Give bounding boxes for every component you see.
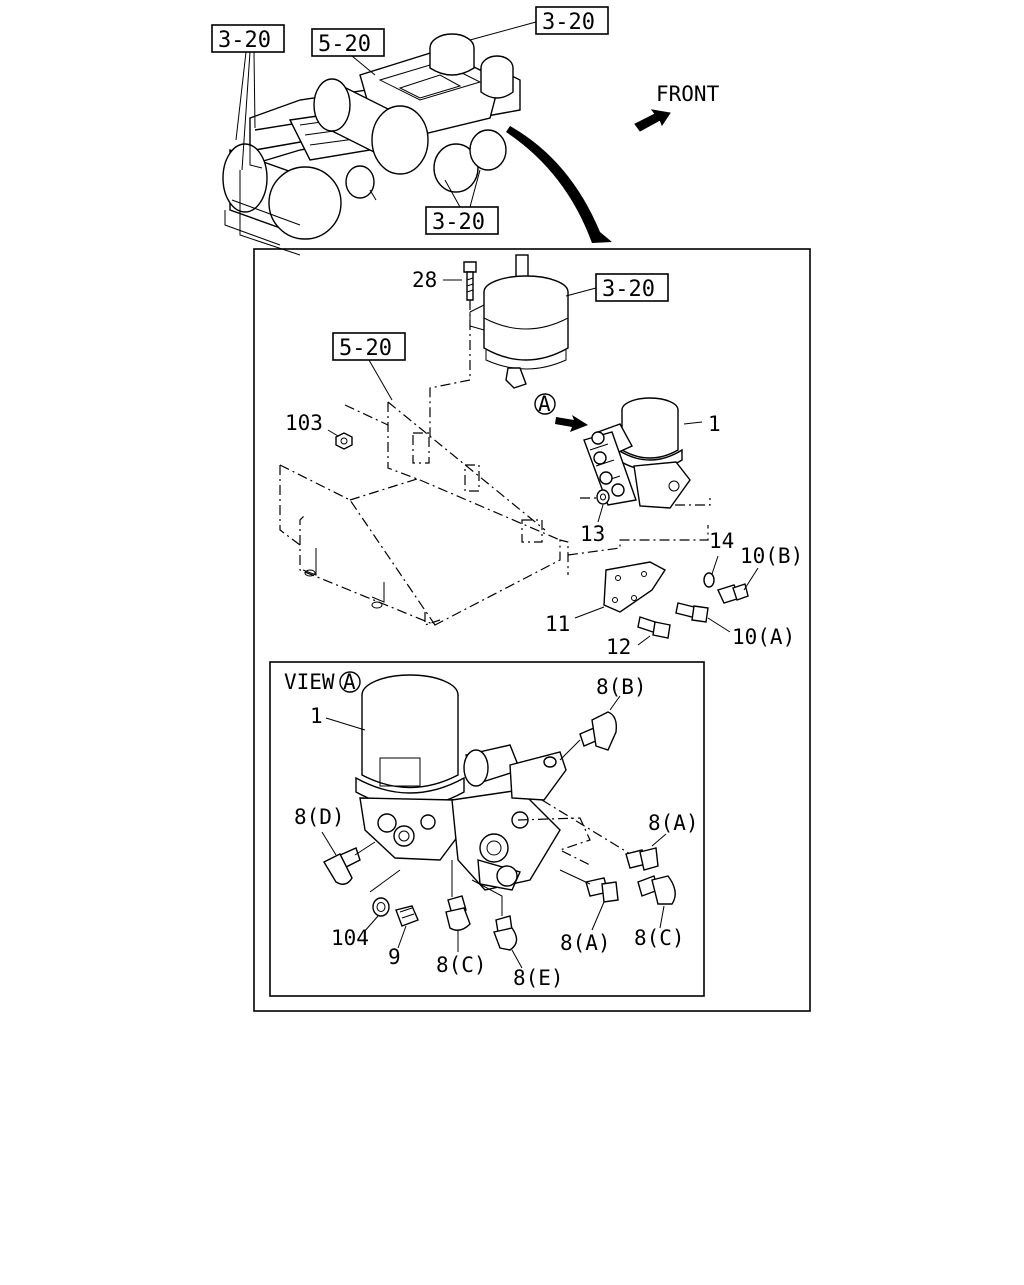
detail-callout-arrow	[506, 126, 612, 243]
view-a-marker: A	[534, 392, 588, 432]
ref-box-5-20-inner: 5-20	[332, 332, 406, 401]
label-28: 28	[412, 268, 437, 292]
fitting-8d	[321, 831, 376, 885]
air-tank	[469, 254, 569, 389]
label-8c-left: 8(C)	[436, 953, 487, 977]
label-10a: 10(A)	[732, 625, 795, 649]
view-a-frame	[269, 661, 705, 997]
fitting-8a-bottom	[559, 869, 619, 931]
nut-103	[327, 429, 353, 450]
ref-5-20-text: 5-20	[318, 32, 371, 57]
bolt-10b	[717, 567, 759, 604]
plate-11	[574, 561, 667, 619]
bolt-10a	[675, 602, 731, 633]
ref-box-3-20-top-right: 3-20	[535, 6, 609, 35]
label-8d: 8(D)	[294, 805, 345, 829]
label-1: 1	[708, 412, 721, 436]
view-a-circle-text: A	[343, 670, 356, 694]
label-8e: 8(E)	[513, 966, 564, 990]
label-10b: 10(B)	[740, 544, 803, 568]
label-8a-right: 8(A)	[648, 811, 699, 835]
ref-3-20-text: 3-20	[602, 277, 655, 302]
washer-14	[703, 555, 719, 588]
ref-3-20-text: 3-20	[218, 28, 271, 53]
ref-3-20-text: 3-20	[432, 210, 485, 235]
label-8b: 8(B)	[596, 675, 647, 699]
leader-view-1	[325, 717, 366, 731]
detail-frame	[253, 248, 811, 1012]
chassis-overview	[222, 33, 521, 256]
label-view-1: 1	[310, 704, 323, 728]
view-a-air-dryer	[355, 674, 641, 891]
label-8c-right: 8(C)	[634, 926, 685, 950]
fitting-8c-left	[445, 860, 471, 952]
label-103: 103	[285, 411, 323, 435]
mounting-bracket	[279, 401, 711, 626]
fitting-8c-right	[637, 875, 676, 929]
bolt-28	[443, 261, 477, 301]
washer-104	[363, 869, 401, 933]
front-arrow-icon	[634, 109, 671, 132]
label-13: 13	[580, 522, 605, 546]
washer-13	[596, 489, 610, 523]
label-9: 9	[388, 945, 401, 969]
ref-box-3-20-bottom: 3-20	[425, 206, 499, 235]
ref-box-3-20-top-left: 3-20	[211, 24, 285, 53]
label-104: 104	[331, 926, 369, 950]
ref-box-3-20-inner: 3-20	[565, 273, 669, 302]
fitting-9	[395, 905, 419, 949]
circle-a-text: A	[538, 392, 551, 416]
label-8a-bottom: 8(A)	[560, 931, 611, 955]
fitting-8a-right	[625, 833, 667, 871]
air-dryer-assembly	[583, 397, 703, 509]
ref-3-20-text: 3-20	[542, 10, 595, 35]
label-14: 14	[709, 529, 734, 553]
ref-box-5-20-top: 5-20	[311, 28, 385, 57]
label-12: 12	[606, 635, 631, 659]
fitting-8b	[559, 695, 621, 761]
fitting-8e	[471, 879, 523, 969]
bolt-12	[637, 616, 671, 646]
label-11: 11	[545, 612, 570, 636]
overview-leaders	[235, 21, 537, 208]
view-label: VIEW	[284, 670, 335, 694]
front-label: FRONT	[656, 82, 720, 106]
front-indicator: FRONT	[634, 82, 720, 132]
view-a-circle	[339, 671, 361, 693]
ref-5-20-text: 5-20	[339, 336, 392, 361]
